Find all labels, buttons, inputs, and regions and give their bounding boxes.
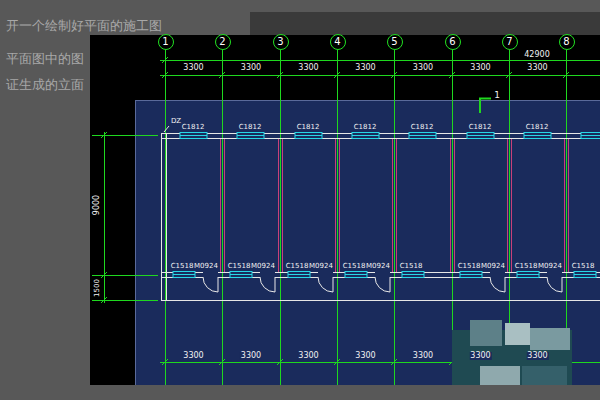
door-tag: M0924 — [251, 263, 275, 270]
span-dimension: 3300 — [240, 352, 262, 360]
tutorial-text: 证生成的立面 — [6, 78, 84, 91]
window-tag: C1812 — [297, 124, 320, 131]
axis-number: 4 — [334, 37, 340, 47]
window-tag: C1518 — [572, 263, 595, 270]
walls — [161, 126, 600, 301]
door-tag: M0924 — [309, 263, 333, 270]
window-tag: C1518 — [458, 263, 481, 270]
axis-lines — [166, 50, 567, 385]
axis-bubble: 7 — [502, 34, 518, 50]
tutorial-text: 开一个绘制好平面的施工图 — [6, 19, 162, 32]
plan-border — [135, 100, 600, 385]
door-tag: M0924 — [366, 263, 390, 270]
span-dimension: 3300 — [298, 64, 318, 72]
axis-bubble: 6 — [445, 34, 461, 50]
span-dimension: 3300 — [412, 352, 434, 360]
axis-number: 7 — [506, 37, 512, 47]
window-tag: C1518 — [286, 263, 309, 270]
plan-area — [135, 100, 600, 385]
partition-walls — [221, 139, 569, 272]
door-tag: M0924 — [194, 263, 218, 270]
span-dimension: 3300 — [470, 64, 490, 72]
window-tag: C1518 — [171, 263, 194, 270]
axis-number: 5 — [391, 37, 397, 47]
section-number: 1 — [494, 91, 500, 100]
bay-dimension: 9000 — [93, 195, 101, 215]
span-dimension: 3300 — [183, 64, 203, 72]
axis-bubble: 1 — [158, 34, 174, 50]
overall-dimension: 42900 — [524, 51, 549, 59]
span-dimension: 3300 — [527, 64, 547, 72]
window-tag: C1812 — [354, 124, 377, 131]
cad-window — [90, 35, 600, 385]
window-tag: C1518 — [400, 263, 423, 270]
axis-number: 6 — [449, 37, 455, 47]
window-tag: C1812 — [239, 124, 262, 131]
axis-number: 8 — [563, 37, 569, 47]
span-dimension: 3300 — [182, 352, 204, 360]
windows — [173, 133, 600, 278]
window-tag: C1518 — [228, 263, 251, 270]
window-tag: C1812 — [411, 124, 434, 131]
span-dimension: 3300 — [241, 64, 261, 72]
dimension-lines — [92, 57, 600, 365]
corridor-dimension: 1500 — [94, 279, 101, 297]
axis-number: 3 — [277, 37, 283, 47]
tutorial-text: 平面图中的图 — [6, 52, 84, 65]
axis-bubble: 5 — [387, 34, 403, 50]
window-tag: C1518 — [343, 263, 366, 270]
dark-panel — [250, 12, 600, 36]
span-dimension: 3300 — [354, 352, 376, 360]
axis-bubble: 8 — [559, 34, 575, 50]
watermark-mosaic — [452, 320, 572, 385]
span-dimension: 3300 — [526, 352, 548, 360]
door-tag: M0924 — [481, 263, 505, 270]
section-mark — [480, 99, 491, 114]
doors — [203, 270, 562, 292]
span-dimension: 3300 — [413, 64, 433, 72]
window-tag: C1812 — [182, 124, 205, 131]
axis-bubble: 3 — [273, 34, 289, 50]
window-tag: C1812 — [469, 124, 492, 131]
span-dimension: 3300 — [297, 352, 319, 360]
span-dimension: 3300 — [469, 352, 491, 360]
door-tag: M0924 — [538, 263, 562, 270]
axis-number: 2 — [219, 37, 225, 47]
axis-bubble: 2 — [215, 34, 231, 50]
span-dimension: 3300 — [355, 64, 375, 72]
window-tag: C1518 — [515, 263, 538, 270]
window-tag: C1812 — [526, 124, 549, 131]
axis-number: 1 — [162, 37, 168, 47]
column-tag: DZ — [171, 118, 181, 125]
axis-bubble: 4 — [330, 34, 346, 50]
